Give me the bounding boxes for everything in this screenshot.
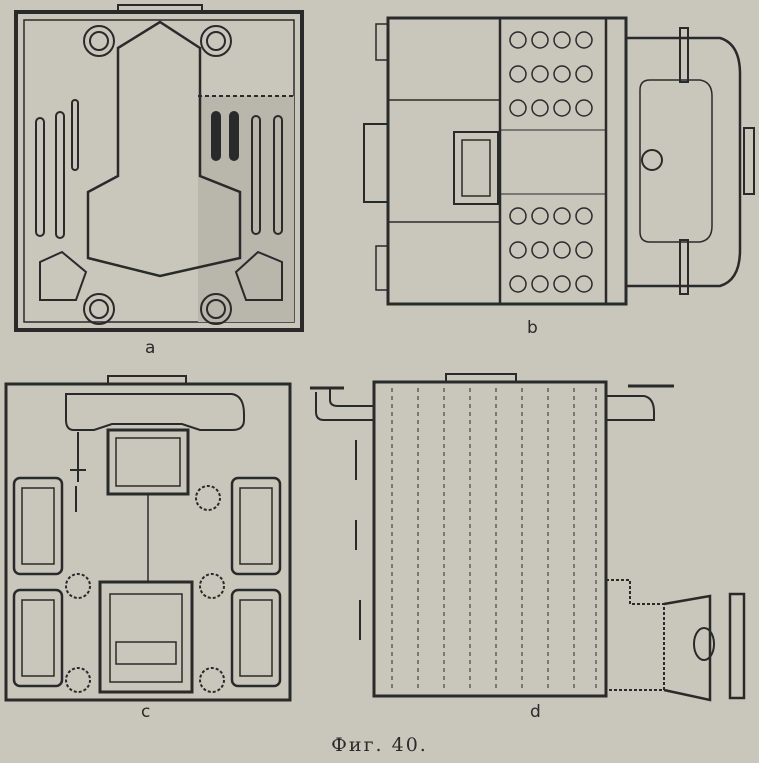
view-a-outer-casing <box>14 10 304 332</box>
view-a-label: a <box>145 338 156 358</box>
view-d-top-hatch <box>445 373 517 382</box>
view-d-side-elevation <box>310 373 746 702</box>
view-c-top-hatch <box>107 375 187 384</box>
view-d-left-pipe <box>315 388 374 421</box>
view-b-top-plan <box>363 16 755 306</box>
view-a-cross-section <box>14 4 304 332</box>
figure-caption: Фиг. 40. <box>331 734 428 756</box>
view-a-ash-pocket-left <box>39 250 88 301</box>
view-b-tube-bank <box>498 16 608 306</box>
view-b-door-frame <box>453 131 499 205</box>
view-b-collector <box>626 36 742 288</box>
view-c-upper-door <box>106 428 190 496</box>
view-d-right-pipe <box>606 395 655 421</box>
view-a-flue-bottom-left <box>83 293 115 325</box>
view-c-front-elevation <box>4 375 292 702</box>
view-c-side-door <box>12 476 64 576</box>
view-d-outlet-duct <box>606 579 665 691</box>
view-c-gauge-glass <box>70 432 86 512</box>
view-c-label: c <box>141 702 151 722</box>
view-d-label: d <box>530 702 541 722</box>
view-a-flue-bottom-right <box>200 293 232 325</box>
view-a-slot <box>35 117 45 237</box>
view-b-body <box>386 16 628 306</box>
view-b-tubes <box>509 31 593 293</box>
view-b-inspection-port <box>641 149 663 171</box>
view-c-ash-door <box>98 580 194 694</box>
view-a-flue-top-right <box>200 25 232 57</box>
view-b-side-fitting <box>363 123 389 203</box>
view-c-top-manifold <box>65 393 245 431</box>
view-c-front-plate <box>4 382 292 702</box>
view-d-section-lines <box>391 388 597 692</box>
view-a-top-hatch <box>117 4 203 12</box>
view-d-outlet-port <box>693 627 715 661</box>
view-d-body <box>372 380 608 698</box>
view-a-ash-pocket-right <box>234 250 283 301</box>
view-a-flue-top-left <box>83 25 115 57</box>
view-b-label: b <box>527 318 538 338</box>
